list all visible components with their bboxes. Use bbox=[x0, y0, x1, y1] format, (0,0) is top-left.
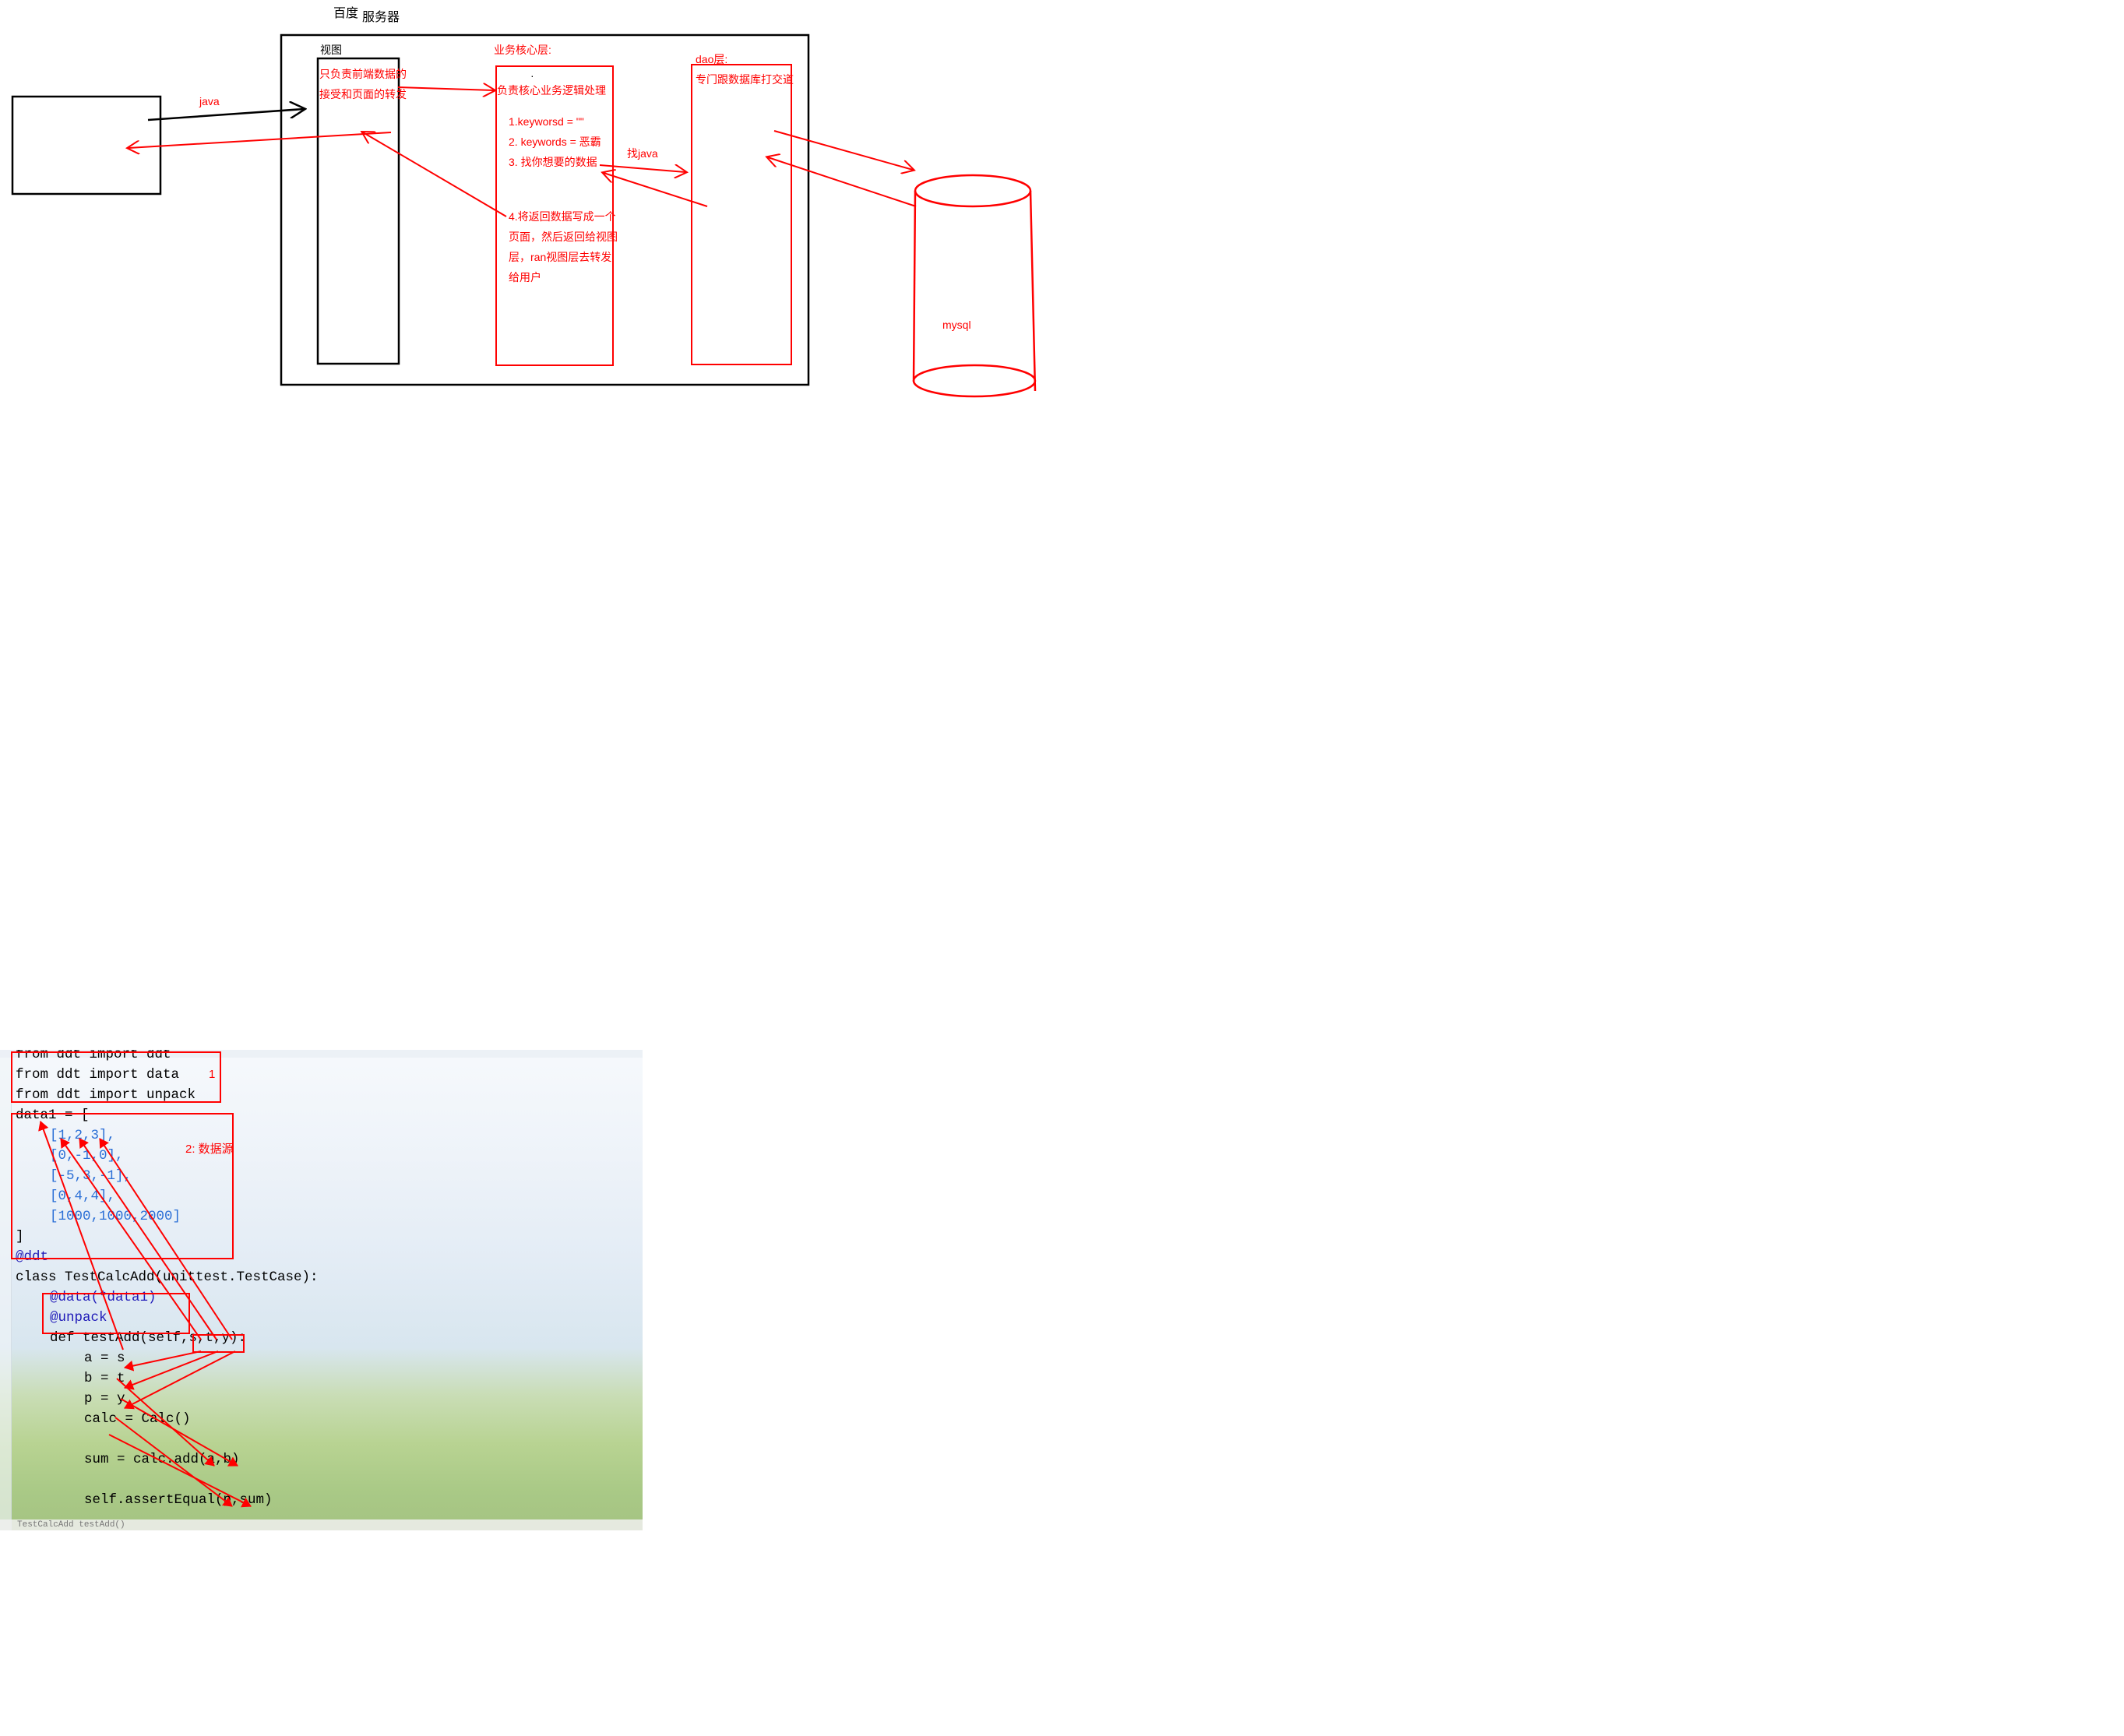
code-annotations bbox=[11, 1051, 252, 1508]
server-box bbox=[280, 33, 810, 386]
dao-to-service-arrow bbox=[604, 173, 708, 207]
code-row-3: [-5,3,-1], bbox=[50, 1168, 132, 1184]
dao-layer-title: dao层: bbox=[696, 53, 728, 65]
service-step-4a: 4.将返回数据写成一个 bbox=[509, 210, 616, 223]
mysql-label: mysql bbox=[942, 319, 971, 331]
service-step-2: 2. keywords = 恶霸 bbox=[509, 136, 601, 148]
annotation-1: 1 bbox=[209, 1068, 216, 1081]
arrow-b-to-add bbox=[120, 1398, 238, 1467]
client-arrow-label: java bbox=[199, 95, 220, 107]
service-layer-box bbox=[495, 65, 614, 366]
client-to-view-arrow bbox=[147, 109, 304, 121]
view-layer-box bbox=[316, 57, 400, 365]
code-data-decl: data1 = [ bbox=[16, 1107, 90, 1123]
view-to-service-arrow bbox=[397, 87, 494, 90]
service-step-3: 3. 找你想要的数据 bbox=[509, 156, 597, 168]
arrow-col2-row1 bbox=[79, 1138, 217, 1340]
code-close-bracket: ] bbox=[16, 1229, 24, 1245]
decorators-highlight-box bbox=[42, 1293, 190, 1334]
arrow-t-to-b bbox=[124, 1350, 219, 1390]
view-layer-title: 视图 bbox=[320, 44, 342, 56]
editor-top-strip bbox=[0, 1050, 643, 1058]
view-layer-desc-1: 只负责前端数据的 bbox=[319, 68, 407, 80]
view-layer-desc-2: 接受和页面的转发 bbox=[319, 88, 407, 100]
mysql-cylinder bbox=[912, 174, 1037, 398]
annotation-2: 2: 数据源 bbox=[185, 1143, 234, 1156]
dao-layer-box bbox=[691, 64, 792, 365]
service-to-dao-arrow bbox=[599, 165, 685, 172]
arrow-p-to-assert bbox=[114, 1417, 233, 1507]
service-layer-desc: 负责核心业务逻辑处理 bbox=[497, 84, 606, 97]
service-to-view-arrow bbox=[363, 132, 507, 217]
arrow-col3-row1 bbox=[99, 1138, 233, 1340]
dao-to-db-arrow bbox=[773, 130, 913, 170]
title-baidu: 百度 bbox=[333, 7, 359, 20]
service-layer-title: 业务核心层: bbox=[494, 44, 551, 56]
dao-layer-desc: 专门跟数据库打交道 bbox=[696, 73, 794, 86]
service-dot: · bbox=[530, 69, 534, 82]
code-ddt-decorator: @ddt bbox=[16, 1249, 49, 1265]
code-unpack-decorator: @unpack bbox=[50, 1310, 107, 1326]
code-import-2: from ddt import data bbox=[16, 1067, 180, 1083]
data-source-highlight-box bbox=[11, 1113, 234, 1259]
architecture-diagram bbox=[11, 33, 1037, 398]
db-to-dao-arrow bbox=[768, 157, 917, 207]
code-assign-b: b = t bbox=[84, 1371, 125, 1386]
arrow-y-to-p bbox=[124, 1350, 236, 1410]
service-step-4c: 层，ran视图层去转发 bbox=[509, 251, 612, 263]
arrow-param-to-data bbox=[38, 1121, 124, 1350]
code-assign-a: a = s bbox=[84, 1350, 125, 1366]
arrow-sum-to-assert bbox=[108, 1434, 252, 1508]
client-box bbox=[11, 95, 162, 195]
find-java-label: 找java bbox=[627, 147, 658, 160]
service-step-4b: 页面，然后返回给视图 bbox=[509, 231, 618, 243]
view-to-client-arrow bbox=[129, 132, 392, 148]
service-step-4d: 给用户 bbox=[509, 271, 541, 283]
code-row-2: [0,-1,0], bbox=[50, 1148, 124, 1164]
arrow-s-to-a bbox=[124, 1350, 202, 1372]
code-screenshot: from ddt import ddt from ddt import data… bbox=[0, 1050, 643, 1530]
arrow-col1-row1 bbox=[60, 1138, 202, 1340]
import-highlight-box bbox=[11, 1051, 221, 1103]
service-step-1: 1.keyworsd = "" bbox=[509, 115, 584, 128]
title-server: 服务器 bbox=[362, 11, 400, 24]
code-import-3: from ddt import unpack bbox=[16, 1087, 196, 1103]
arrow-a-to-add bbox=[116, 1378, 215, 1467]
editor-status-bar: TestCalcAdd testAdd() bbox=[0, 1519, 643, 1530]
editor-gutter bbox=[0, 1050, 12, 1530]
code-calc-line: calc = Calc() bbox=[84, 1411, 191, 1427]
params-highlight-box bbox=[192, 1334, 245, 1353]
